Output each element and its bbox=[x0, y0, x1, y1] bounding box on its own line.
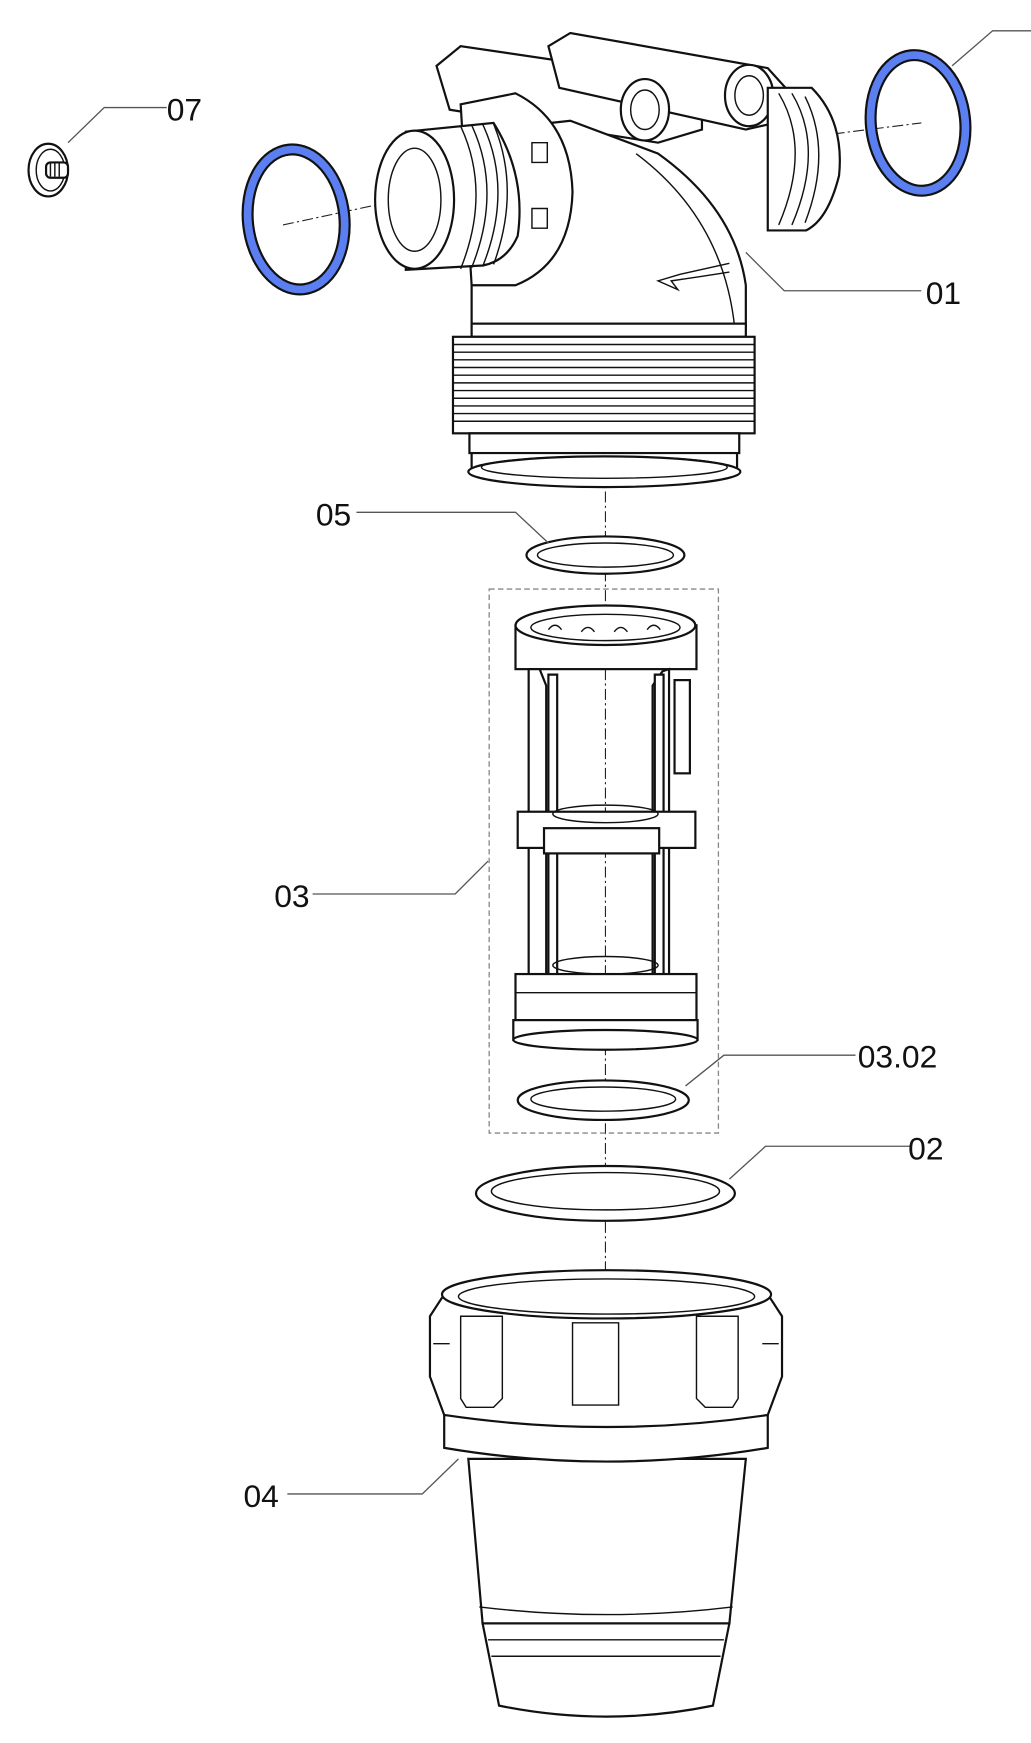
callout-07: 07 bbox=[167, 92, 202, 128]
part-02-o-ring bbox=[474, 1164, 736, 1222]
callout-04: 04 bbox=[243, 1478, 278, 1514]
callout-02: 02 bbox=[908, 1130, 943, 1166]
callout-03-02: 03.02 bbox=[858, 1038, 938, 1074]
part-05-o-ring bbox=[525, 535, 686, 575]
leader-03 bbox=[312, 860, 489, 895]
callout-05: 05 bbox=[316, 496, 351, 532]
callout-03: 03 bbox=[274, 878, 309, 914]
part-07-plug bbox=[27, 142, 70, 198]
callout-01: 01 bbox=[926, 275, 961, 311]
leader-03-02 bbox=[685, 1054, 856, 1087]
leader-02 bbox=[728, 1145, 911, 1180]
right-port-centerline bbox=[833, 122, 922, 135]
assembly-03-group-box bbox=[488, 588, 720, 1134]
left-gasket bbox=[243, 145, 349, 294]
leader-right-gasket bbox=[951, 30, 1031, 67]
leader-07 bbox=[67, 106, 167, 144]
part-04-filter-bowl bbox=[428, 1269, 784, 1718]
part-03-02-o-ring bbox=[516, 1079, 690, 1122]
part-03-strainer-cartridge bbox=[512, 604, 699, 1051]
part-01-filter-head bbox=[374, 31, 841, 489]
leader-01 bbox=[745, 251, 922, 292]
right-gasket bbox=[866, 51, 970, 195]
leader-05 bbox=[356, 511, 549, 544]
leader-04 bbox=[287, 1458, 459, 1495]
